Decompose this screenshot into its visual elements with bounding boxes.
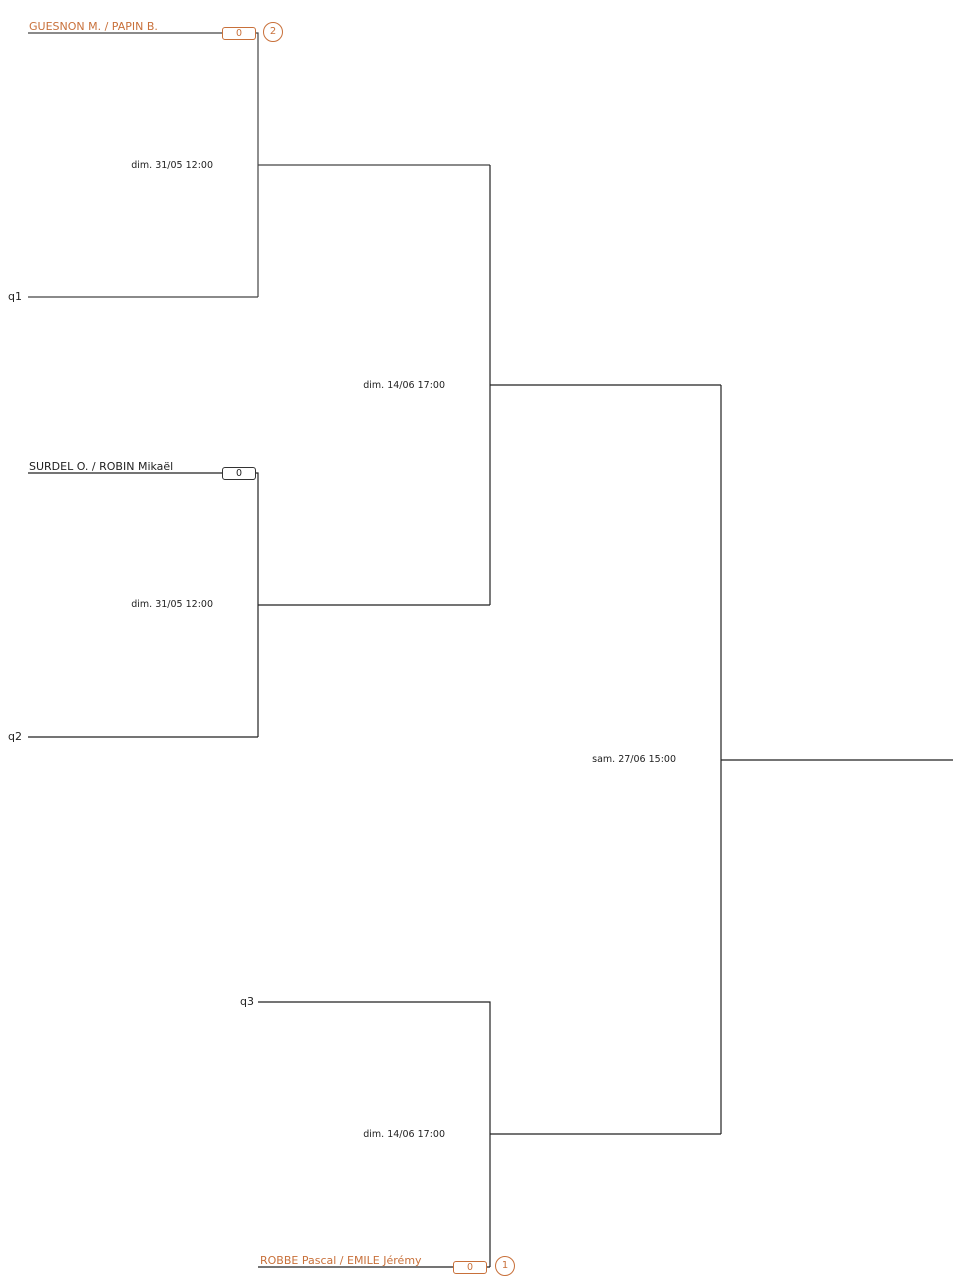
semi-date: dim. 14/06 17:00: [363, 380, 445, 391]
qualifier-q3: q3: [240, 995, 254, 1008]
team-robbe-emile[interactable]: ROBBE Pascal / EMILE Jérémy: [260, 1254, 422, 1267]
final-date: sam. 27/06 15:00: [592, 754, 676, 765]
score-box[interactable]: 0: [453, 1261, 487, 1274]
match-date: dim. 31/05 12:00: [131, 160, 213, 171]
qualifier-q2: q2: [8, 730, 22, 743]
qualifier-q1: q1: [8, 290, 22, 303]
seed-badge: 2: [263, 22, 283, 42]
semi-date: dim. 14/06 17:00: [363, 1129, 445, 1140]
seed-badge: 1: [495, 1256, 515, 1276]
score-box[interactable]: 0: [222, 27, 256, 40]
score-box[interactable]: 0: [222, 467, 256, 480]
team-guesnon-papin[interactable]: GUESNON M. / PAPIN B.: [29, 20, 158, 33]
match-date: dim. 31/05 12:00: [131, 599, 213, 610]
team-surdel-robin[interactable]: SURDEL O. / ROBIN Mikaël: [29, 460, 174, 473]
